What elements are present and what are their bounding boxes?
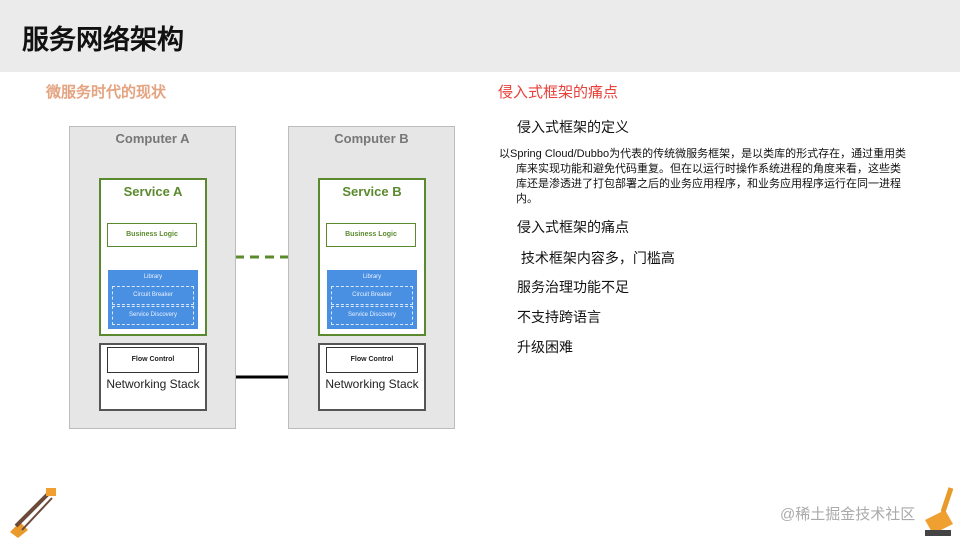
definition-text: 以Spring Cloud/Dubbo为代表的传统微服务框架，是以类库的形式存在… xyxy=(499,148,907,205)
flow-control: Flow Control xyxy=(107,347,199,373)
networking-box: Flow Control Networking Stack xyxy=(318,343,426,411)
pain-point: 升级困难 xyxy=(517,339,573,355)
service-title: Service B xyxy=(342,184,402,199)
service-title: Service A xyxy=(123,184,183,199)
right-subtitle: 侵入式框架的痛点 xyxy=(498,84,619,101)
library-label: Library xyxy=(362,274,382,280)
networking-box: Flow Control Networking Stack xyxy=(99,343,207,411)
service-box: Service A Business Logic Library Circuit… xyxy=(99,178,207,336)
business-logic: Business Logic xyxy=(107,223,197,247)
circuit-breaker: Circuit Breaker xyxy=(112,286,194,305)
computer-title: Computer A xyxy=(115,131,190,146)
computer-a: Computer A Service A Business Logic Libr… xyxy=(69,126,236,429)
library-label: Library xyxy=(143,274,163,280)
networking-stack: Networking Stack xyxy=(325,377,419,391)
crane-icon xyxy=(10,488,56,538)
computer-title: Computer B xyxy=(334,131,409,146)
computer-b: Computer B Service B Business Logic Libr… xyxy=(288,126,455,429)
flow-control: Flow Control xyxy=(326,347,418,373)
definition-heading: 侵入式框架的定义 xyxy=(517,119,629,135)
service-box: Service B Business Logic Library Circuit… xyxy=(318,178,426,336)
pain-point: 服务治理功能不足 xyxy=(517,279,629,295)
business-logic: Business Logic xyxy=(326,223,416,247)
pain-point: 技术框架内容多，门槛高 xyxy=(517,250,675,266)
excavator-icon xyxy=(925,487,954,536)
networking-stack: Networking Stack xyxy=(106,377,200,391)
watermark: @稀土掘金技术社区 xyxy=(780,506,916,523)
service-discovery: Service Discovery xyxy=(331,306,413,325)
service-discovery: Service Discovery xyxy=(112,306,194,325)
header-bar xyxy=(0,0,960,72)
circuit-breaker: Circuit Breaker xyxy=(331,286,413,305)
library-box: Library Circuit Breaker Service Discover… xyxy=(108,270,198,329)
page-title: 服务网络架构 xyxy=(22,25,184,55)
pain-point: 不支持跨语言 xyxy=(517,309,601,325)
left-subtitle: 微服务时代的现状 xyxy=(46,84,167,101)
library-box: Library Circuit Breaker Service Discover… xyxy=(327,270,417,329)
pain-heading: 侵入式框架的痛点 xyxy=(517,219,629,235)
